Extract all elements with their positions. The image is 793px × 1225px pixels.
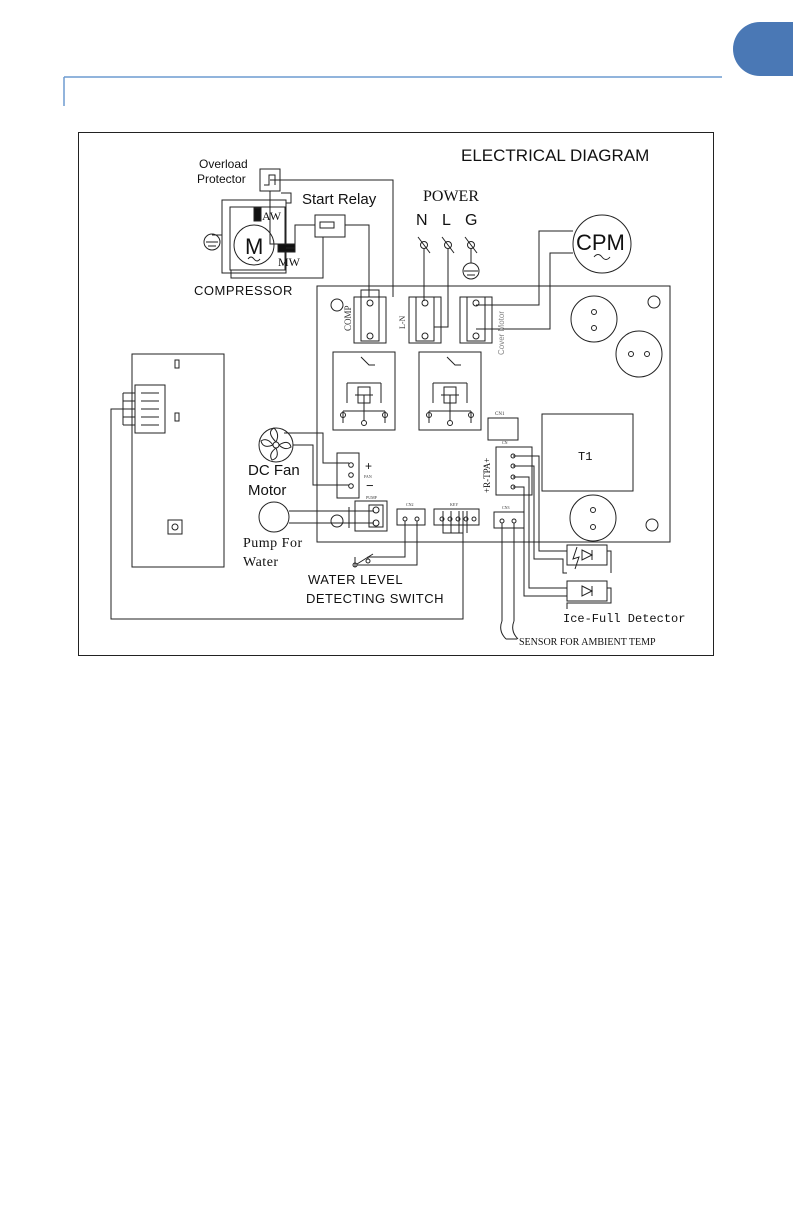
cn-label: CN	[502, 440, 508, 445]
pump-icon	[259, 502, 289, 532]
overload-protector-label-2: Protector	[197, 172, 246, 186]
relay-1	[333, 352, 395, 430]
cn3-connector	[494, 512, 524, 528]
start-relay	[315, 215, 345, 237]
cpm-label: CPM	[576, 230, 625, 255]
comp-label: COMP	[343, 305, 353, 331]
cover-motor-label: Cover Motor	[497, 311, 506, 355]
compressor-ground-icon	[204, 234, 222, 250]
diagram-canvas: ELECTRICAL DIAGRAM Overload Protector St…	[79, 133, 715, 657]
power-n-label: N	[416, 212, 428, 229]
capacitor-1	[571, 296, 617, 342]
page-tab-shape	[733, 22, 793, 76]
cn3-label: CN3	[502, 505, 510, 510]
ice-full-label: Ice-Full Detector	[563, 612, 685, 626]
power-wiring	[424, 249, 448, 327]
power-g-label: G	[465, 212, 477, 229]
key-label: KEY	[450, 502, 458, 507]
pump-connector-label: PUMP	[366, 495, 378, 500]
mw-label: MW	[278, 255, 301, 269]
comp-connector	[354, 290, 386, 343]
overload-protector-label: Overload	[199, 157, 248, 171]
electrical-diagram: ELECTRICAL DIAGRAM Overload Protector St…	[78, 132, 714, 656]
power-l-label: L	[442, 212, 451, 229]
cpm-wiring	[476, 231, 573, 329]
water-level-label-2: DETECTING SWITCH	[306, 591, 444, 606]
capacitor-2	[616, 331, 662, 377]
sensor-wiring	[501, 523, 518, 639]
pump-water-label: Pump For	[243, 536, 303, 551]
pump-connector	[355, 501, 387, 531]
key-connector	[434, 509, 479, 525]
display-board	[123, 354, 224, 567]
svg-text:M: M	[245, 234, 263, 259]
svg-text:+: +	[365, 459, 372, 473]
svg-text:−: −	[366, 478, 374, 493]
relay-2	[419, 352, 481, 430]
pump-wiring	[289, 507, 374, 528]
t1-label: T1	[578, 450, 592, 464]
cover-motor-connector	[460, 297, 492, 343]
start-relay-label: Start Relay	[302, 191, 377, 208]
pump-water-label-2: Water	[243, 555, 279, 570]
ln-connector	[409, 297, 441, 343]
ice-full-detector	[567, 545, 607, 601]
compressor-label: COMPRESSOR	[194, 283, 293, 298]
ln-label: L-N	[398, 315, 407, 329]
capacitor-3	[570, 495, 616, 541]
cn2-label: CN2	[406, 502, 414, 507]
dc-fan-label: DC Fan	[248, 462, 300, 479]
water-level-label: WATER LEVEL	[308, 572, 403, 587]
cn1-label: CN1	[495, 412, 505, 417]
r-tpa-label: +R-TPA+	[482, 458, 492, 493]
page-header	[0, 0, 793, 110]
sensor-ambient-label: SENSOR FOR AMBIENT TEMP	[519, 637, 656, 648]
r-tpa-connector	[496, 447, 532, 495]
aw-label: AW	[262, 209, 282, 223]
dc-fan-label-2: Motor	[248, 482, 286, 499]
fan-connector-label: FAN	[364, 474, 372, 479]
power-ground-icon	[463, 249, 479, 279]
cn2-connector	[397, 509, 425, 525]
ice-full-wiring	[513, 456, 611, 609]
diagram-title: ELECTRICAL DIAGRAM	[461, 146, 649, 165]
power-label: POWER	[423, 188, 479, 205]
cn1-connector	[488, 418, 518, 440]
